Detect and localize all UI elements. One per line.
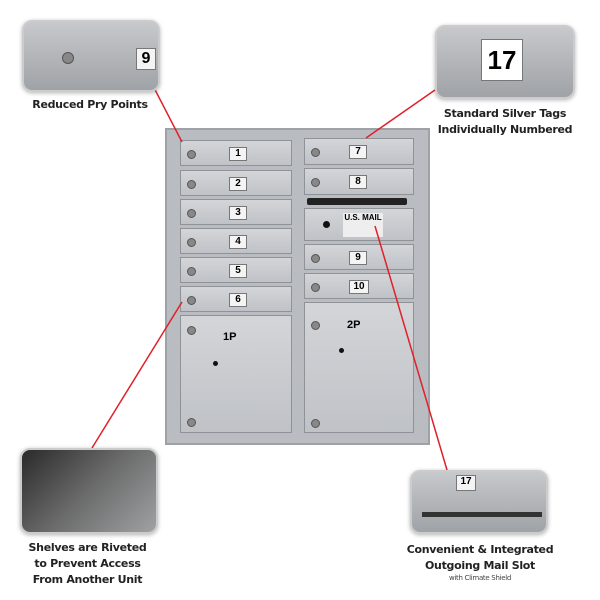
mailbox-door-8: 8	[304, 168, 414, 195]
parcel-label: 2P	[347, 319, 361, 331]
lock-icon	[311, 321, 320, 330]
outgoing-mail-panel: U.S. MAIL	[304, 208, 414, 241]
lock-icon	[187, 267, 196, 276]
lock-icon	[62, 52, 74, 64]
door-tag: 5	[229, 264, 247, 278]
callout-tags-image: 17	[435, 25, 575, 99]
mailbox-door-7: 7	[304, 138, 414, 165]
callout-shelves-image	[20, 448, 158, 534]
door-tag: 7	[349, 145, 367, 159]
door-tag: 9	[136, 48, 156, 70]
door-tag: 17	[456, 475, 476, 491]
door-tag: 6	[229, 293, 247, 307]
lock-icon	[187, 209, 196, 218]
mailbox-door-4: 4	[180, 228, 292, 254]
lock-icon	[187, 418, 196, 427]
door-tag: 2	[229, 177, 247, 191]
mailbox-door-5: 5	[180, 257, 292, 283]
caption-line: Standard Silver Tags	[443, 107, 567, 120]
parcel-label: 1P	[223, 331, 237, 343]
pointer-line-tags	[365, 89, 436, 139]
lock-icon	[187, 150, 196, 159]
pointer-line-shelves	[91, 301, 183, 449]
door-tag: 9	[349, 251, 367, 265]
caption-line: From Another Unit	[32, 573, 143, 586]
pointer-line-slot	[374, 225, 448, 471]
lock-icon	[187, 180, 196, 189]
mailbox-door-9: 9	[304, 244, 414, 270]
parcel-door-1p: 1P	[180, 315, 292, 433]
door-tag: 3	[229, 206, 247, 220]
mailbox-door-6: 6	[180, 286, 292, 312]
caption-line: to Prevent Access	[34, 557, 141, 570]
lock-icon	[187, 296, 196, 305]
lock-icon	[311, 283, 320, 292]
mailbox-unit: 1 2 3 4 5 6 1P 7 8 U.S. MAIL 9 10 2P	[165, 128, 430, 445]
keyhole-icon	[339, 348, 344, 353]
keyhole-icon	[323, 221, 330, 228]
lock-icon	[311, 178, 320, 187]
caption-line: Shelves are Riveted	[28, 541, 147, 554]
callout-slot-image: 17	[410, 470, 548, 534]
outgoing-mail-slot	[307, 198, 407, 205]
mailbox-door-2: 2	[180, 170, 292, 196]
lock-icon	[187, 238, 196, 247]
door-tag: 1	[229, 147, 247, 161]
callout-pry-image: 9	[22, 20, 160, 92]
caption-pry: Reduced Pry Points	[32, 98, 148, 111]
lock-icon	[311, 254, 320, 263]
door-tag: 4	[229, 235, 247, 249]
parcel-door-2p: 2P	[304, 302, 414, 433]
lock-icon	[187, 326, 196, 335]
door-tag: 17	[481, 39, 523, 81]
keyhole-icon	[213, 361, 218, 366]
caption-line: Convenient & Integrated	[406, 543, 554, 556]
caption-line: Outgoing Mail Slot	[424, 559, 536, 572]
mailbox-door-10: 10	[304, 273, 414, 299]
caption-sub: with Climate Shield	[448, 574, 512, 582]
door-tag: 8	[349, 175, 367, 189]
lock-icon	[311, 148, 320, 157]
mail-slot	[422, 512, 542, 517]
lock-icon	[311, 419, 320, 428]
caption-line: Individually Numbered	[437, 123, 573, 136]
mailbox-door-1: 1	[180, 140, 292, 166]
mailbox-door-3: 3	[180, 199, 292, 225]
door-tag: 10	[349, 280, 369, 294]
